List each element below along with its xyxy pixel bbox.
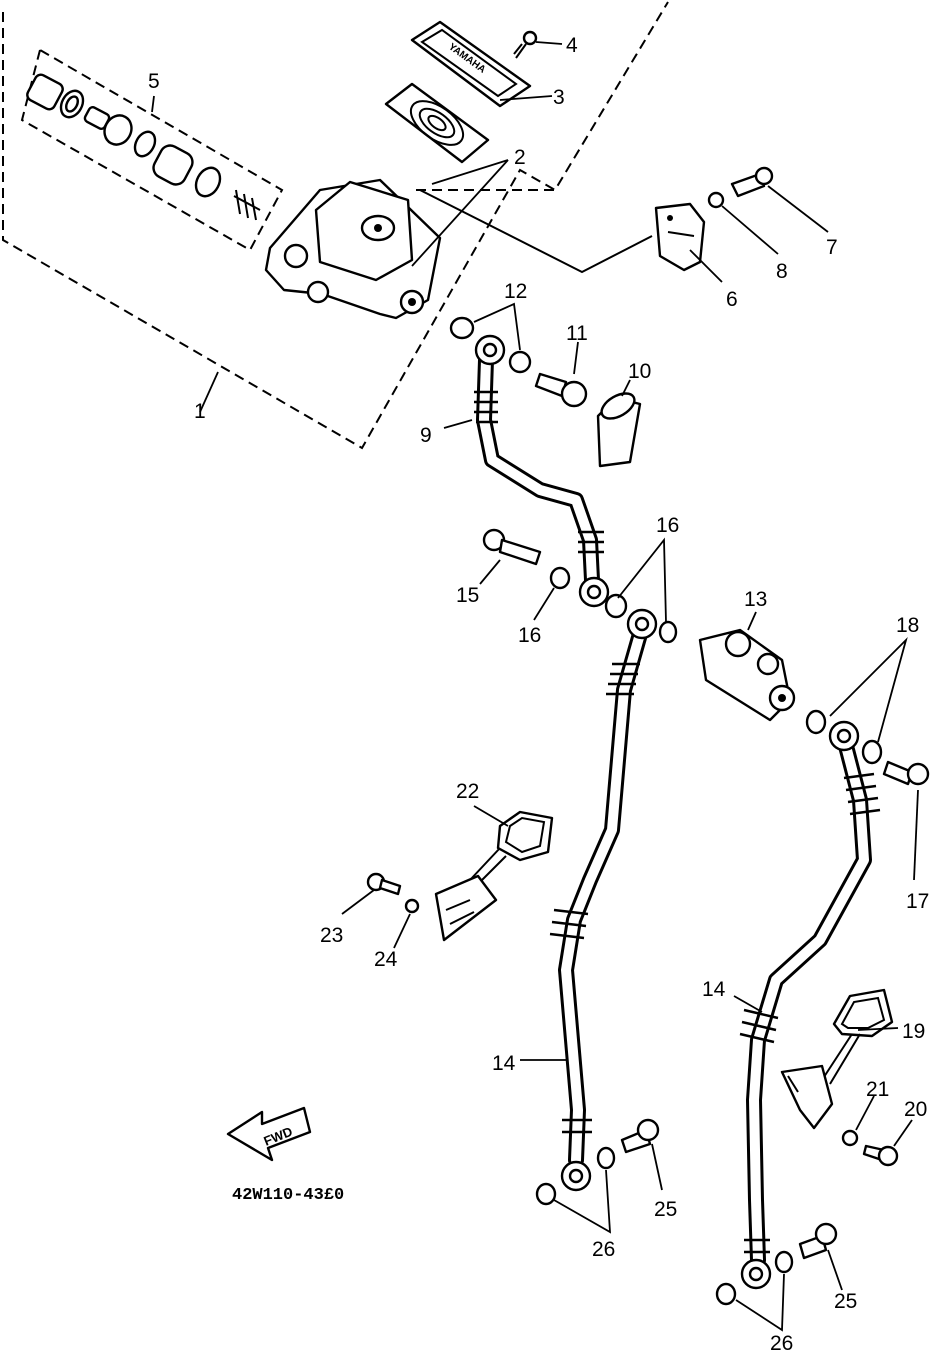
washer-21 — [841, 1129, 859, 1147]
union-bolt-11 — [534, 372, 588, 408]
reservoir-cap: YAMAHA — [410, 20, 532, 108]
washer-16b — [604, 593, 628, 619]
bolt-cover-10 — [596, 392, 642, 468]
callout-3: 3 — [553, 86, 565, 109]
washer-26a — [535, 1182, 557, 1206]
washer-8 — [707, 191, 725, 209]
callout-8: 8 — [776, 260, 788, 283]
brake-hose-joint — [698, 628, 796, 722]
diaphragm — [384, 82, 490, 164]
callout-9: 9 — [420, 424, 432, 447]
callout-4: 4 — [566, 34, 578, 57]
callout-15: 15 — [456, 584, 479, 607]
hose-holder-19 — [780, 988, 894, 1130]
callout-17: 17 — [906, 890, 929, 913]
callout-6: 6 — [726, 288, 738, 311]
left-brake-hose — [549, 608, 658, 1192]
callout-12: 12 — [504, 280, 527, 303]
cap-screw — [513, 30, 538, 59]
bolt-7 — [730, 166, 774, 198]
washer-18a — [805, 709, 827, 735]
callout-26-right: 26 — [770, 1332, 793, 1354]
union-bolt-17 — [882, 760, 930, 786]
callout-5: 5 — [148, 70, 160, 93]
union-bolt-25b — [798, 1222, 838, 1260]
piston-kit — [26, 73, 261, 221]
upper-brake-hose — [474, 334, 610, 608]
washer-12b — [508, 350, 532, 374]
callout-25-right: 25 — [834, 1290, 857, 1313]
forward-arrow: FWD — [226, 1106, 312, 1162]
right-brake-hose — [739, 720, 881, 1290]
callout-21: 21 — [866, 1078, 889, 1101]
leader-lines — [151, 41, 919, 1332]
callout-19: 19 — [902, 1020, 925, 1043]
callout-25-left: 25 — [654, 1198, 677, 1221]
union-bolt-25a — [620, 1118, 660, 1154]
callout-20: 20 — [904, 1098, 927, 1121]
master-cylinder-body — [264, 178, 442, 320]
washer-26c — [715, 1282, 737, 1306]
callout-7: 7 — [826, 236, 838, 259]
callout-10: 10 — [628, 360, 651, 383]
callout-16-left: 16 — [518, 624, 541, 647]
washer-26d — [774, 1250, 794, 1274]
callout-22: 22 — [456, 780, 479, 803]
washer-24 — [404, 898, 420, 914]
washer-18b — [861, 739, 883, 765]
washer-26b — [596, 1146, 616, 1170]
callout-16-top: 16 — [656, 514, 679, 537]
callout-1: 1 — [194, 400, 206, 423]
callout-2: 2 — [514, 146, 526, 169]
callout-14-left: 14 — [492, 1052, 516, 1075]
callout-numbers: 4 3 2 5 1 7 8 6 12 11 10 9 16 15 16 13 1… — [148, 34, 929, 1354]
mirror-bracket — [654, 202, 706, 272]
callout-14-right: 14 — [702, 978, 726, 1001]
callout-11: 11 — [566, 322, 588, 345]
callout-23: 23 — [320, 924, 343, 947]
diagram-code: 42W110-43£0 — [232, 1186, 344, 1205]
washer-12a — [449, 316, 475, 340]
callout-13: 13 — [744, 588, 767, 611]
bolt-20 — [862, 1144, 899, 1167]
callout-18: 18 — [896, 614, 919, 637]
master-cylinder-assembly-boundary — [2, 1, 669, 450]
callout-24: 24 — [374, 948, 398, 971]
washer-16a — [549, 566, 571, 590]
union-bolt-15 — [482, 528, 542, 566]
bolt-23 — [366, 872, 402, 896]
hose-holder-22 — [434, 810, 554, 942]
callout-26-left: 26 — [592, 1238, 615, 1261]
leader-assembly-6 — [419, 189, 653, 274]
washer-16c — [658, 620, 678, 644]
leader-1 — [199, 371, 219, 413]
